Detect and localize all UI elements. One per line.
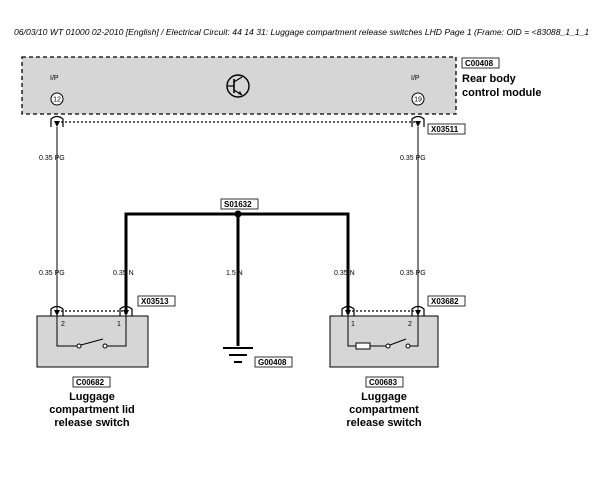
pin-right-circle (411, 92, 425, 106)
splice-node (234, 210, 242, 218)
left-connector-box (137, 295, 176, 307)
pin-left-label: I/P (50, 75, 59, 82)
wire-label-low-far-right: 0.35 PG (400, 270, 426, 277)
left-switch-pin-a: 2 (61, 321, 65, 328)
wire-label-top-right: 0.35 PG (400, 155, 426, 162)
left-switch-name-line1: Luggage (69, 391, 115, 403)
splice-code: S01632 (224, 200, 252, 209)
right-switch-name-line3: release switch (346, 417, 421, 429)
wire-label-top-left: 0.35 PG (39, 155, 65, 162)
right-connector-code: X03682 (431, 297, 459, 306)
right-switch-box (329, 315, 439, 368)
top-connector-box (427, 123, 466, 135)
splice-box (220, 198, 259, 210)
right-switch-pin-a: 1 (351, 321, 355, 328)
wire-label-low-far-left: 0.35 PG (39, 270, 65, 277)
right-switch-name-line1: Luggage (361, 391, 407, 403)
module-name-line2: control module (462, 87, 541, 99)
module-code-box (461, 57, 500, 69)
right-switch-code-box (365, 376, 404, 388)
right-switch-contact-icon (347, 316, 419, 350)
right-connector-box (427, 295, 466, 307)
module-name-line1: Rear body (462, 73, 517, 85)
ground-code: G00408 (258, 358, 287, 367)
right-switch-connector (341, 305, 425, 316)
pin-left-circle (50, 92, 64, 106)
wire-label-low-right: 0.35 N (334, 270, 355, 277)
wire-label-low-center: 1.5 N (226, 270, 243, 277)
left-switch-contact-icon (56, 316, 127, 349)
page-header: 06/03/10 WT 01000 02-2010 [English] / El… (14, 27, 590, 37)
left-switch-name-line2: compartment lid (49, 404, 135, 416)
module-code: C00408 (465, 59, 494, 68)
right-switch-pin-b: 2 (408, 321, 412, 328)
transistor-icon (226, 74, 250, 98)
top-connector-code: X03511 (431, 125, 459, 134)
top-connector (50, 115, 425, 127)
left-switch-name-line3: release switch (54, 417, 129, 429)
left-switch-code-box (72, 376, 111, 388)
ground-icon (223, 347, 253, 363)
pin-right-label: I/P (411, 75, 420, 82)
pin-left-number: 12 (53, 97, 61, 104)
pin-right-number: 19 (414, 97, 422, 104)
wire-label-low-left: 0.35 N (113, 270, 134, 277)
right-switch-name-line2: compartment (349, 404, 419, 416)
left-switch-pin-b: 1 (117, 321, 121, 328)
ground-box (254, 356, 293, 368)
left-switch-connector (50, 305, 133, 316)
left-connector-code: X03513 (141, 297, 169, 306)
control-module-box (21, 56, 457, 115)
right-switch-code: C00683 (369, 378, 398, 387)
left-switch-code: C00682 (76, 378, 105, 387)
